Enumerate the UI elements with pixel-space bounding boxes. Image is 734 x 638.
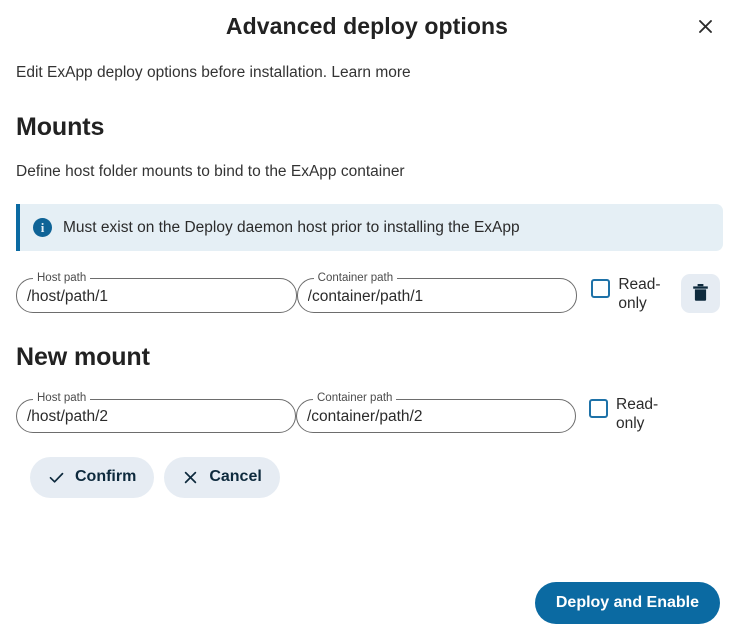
close-icon: [182, 469, 199, 486]
mounts-info-note: i Must exist on the Deploy daemon host p…: [16, 204, 723, 252]
container-path-field-1[interactable]: Container path: [296, 272, 578, 314]
container-path-label-1: Container path: [317, 272, 394, 285]
readonly-group-2: Read-only: [589, 396, 668, 433]
learn-more-link[interactable]: Learn more: [331, 64, 411, 81]
dialog-footer: Deploy and Enable: [534, 582, 720, 624]
readonly-label-1[interactable]: Read-only: [618, 276, 661, 312]
close-icon: [696, 17, 715, 36]
new-mount-heading: New mount: [16, 343, 150, 372]
readonly-group-1: Read-only: [591, 276, 670, 313]
new-mount-row: Host path Container path Read-only: [16, 392, 720, 434]
container-path-input-1[interactable]: [307, 287, 567, 306]
info-icon: i: [33, 218, 52, 238]
check-icon: [48, 469, 65, 486]
page-title: Advanced deploy options: [225, 12, 509, 39]
host-path-input-1[interactable]: [27, 287, 286, 306]
dialog-header: Advanced deploy options: [0, 0, 734, 52]
deploy-and-enable-button[interactable]: Deploy and Enable: [534, 582, 720, 624]
trash-icon: [692, 283, 709, 305]
mounts-description: Define host folder mounts to bind to the…: [16, 163, 405, 181]
readonly-checkbox-1[interactable]: [591, 279, 611, 299]
host-path-label-1: Host path: [37, 272, 87, 285]
host-path-label-2: Host path: [37, 392, 87, 405]
host-path-field-1[interactable]: Host path: [16, 272, 297, 314]
confirm-button-label: Confirm: [75, 468, 137, 486]
mount-row: Host path Container path Read-only: [16, 272, 720, 314]
confirm-button[interactable]: Confirm: [30, 456, 155, 498]
intro-sentence: Edit ExApp deploy options before install…: [16, 64, 332, 81]
container-path-field-2[interactable]: Container path: [296, 392, 576, 434]
cancel-button[interactable]: Cancel: [164, 456, 280, 498]
dialog-body: Edit ExApp deploy options before install…: [0, 63, 734, 498]
intro-text: Edit ExApp deploy options before install…: [16, 63, 720, 83]
info-note-text: Must exist on the Deploy daemon host pri…: [63, 218, 520, 236]
container-path-input-2[interactable]: [307, 408, 565, 427]
host-path-field-2[interactable]: Host path: [16, 392, 296, 434]
container-path-label-2: Container path: [317, 392, 393, 405]
host-path-input-2[interactable]: [27, 408, 285, 427]
cancel-button-label: Cancel: [209, 468, 262, 486]
delete-mount-button-1[interactable]: [681, 274, 720, 314]
new-mount-actions: Confirm Cancel: [30, 456, 720, 498]
mounts-heading: Mounts: [16, 113, 105, 142]
readonly-checkbox-2[interactable]: [589, 399, 608, 419]
readonly-label-2[interactable]: Read-only: [616, 396, 659, 432]
close-button[interactable]: [688, 9, 722, 43]
